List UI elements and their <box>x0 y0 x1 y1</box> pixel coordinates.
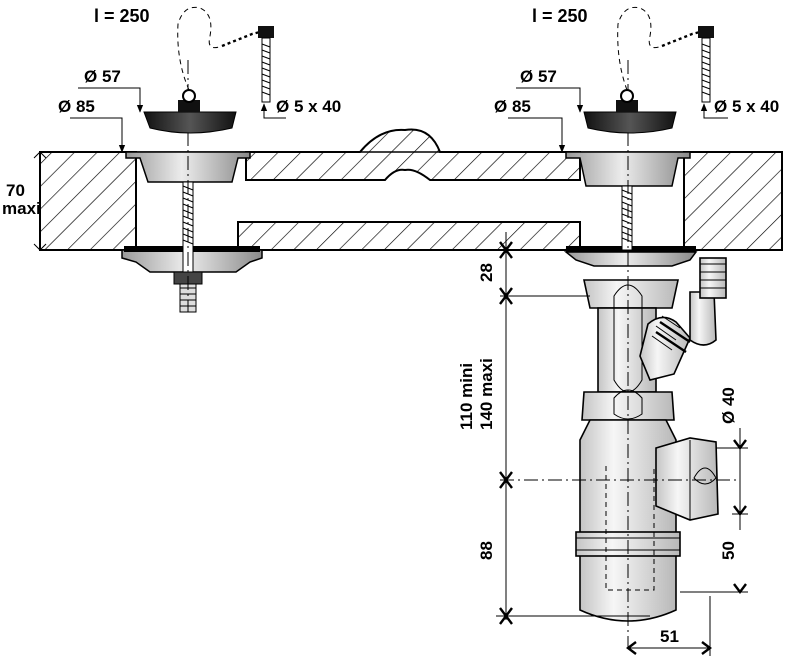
outlet-diameter-label-left: Ø 85 <box>58 97 95 116</box>
right-plug-chain-set <box>583 6 714 134</box>
right-basket-strainer <box>563 151 698 267</box>
chain-length-label-left: l = 250 <box>94 6 150 26</box>
left-plug-chain-set <box>143 6 274 134</box>
outlet-diameter-label-right: Ø 85 <box>494 97 531 116</box>
height-min-label: 110 mini <box>457 363 476 430</box>
offset-51-label: 51 <box>660 627 679 646</box>
thickness-note-label: maxi <box>2 199 41 218</box>
screw-size-label-left: Ø 5 x 40 <box>276 97 341 116</box>
leader-lines <box>70 87 728 153</box>
height-88-label: 88 <box>477 541 496 560</box>
plug-diameter-label-left: Ø 57 <box>84 67 121 86</box>
outlet-height-50-label: 50 <box>719 541 738 560</box>
dimension-lines <box>33 151 748 656</box>
height-28-label: 28 <box>477 263 496 282</box>
countertop-section <box>39 128 783 251</box>
height-max-label: 140 maxi <box>477 358 496 430</box>
outlet-pipe-diameter-label: Ø 40 <box>719 387 738 424</box>
chain-length-label-right: l = 250 <box>532 6 588 26</box>
screw-size-label-right: Ø 5 x 40 <box>714 97 779 116</box>
thickness-value-label: 70 <box>6 181 25 200</box>
bottle-trap <box>575 257 727 622</box>
plug-diameter-label-right: Ø 57 <box>520 67 557 86</box>
